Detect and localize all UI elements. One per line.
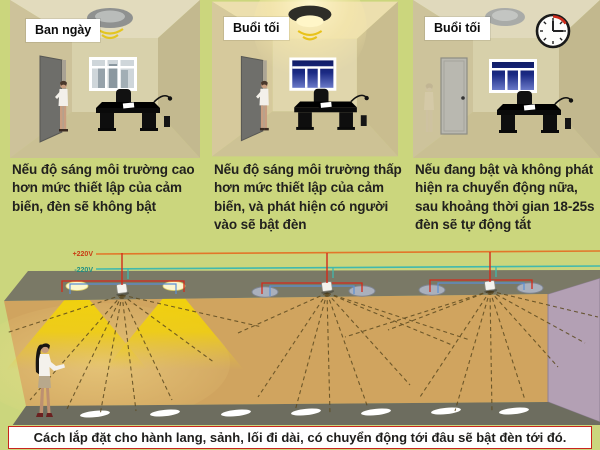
window-day xyxy=(89,57,137,91)
scene-label-daytime: Ban ngày xyxy=(26,19,101,42)
window-night xyxy=(289,57,337,91)
motion-wave-icon xyxy=(297,30,323,41)
panel-caption-2: Nếu độ sáng môi trường thấp hơn mức thiế… xyxy=(214,162,402,233)
bin xyxy=(164,116,170,127)
room-right-wall xyxy=(356,1,398,157)
ceiling-lamp-icon xyxy=(485,8,525,26)
scene-label-evening-1: Buổi tối xyxy=(224,17,289,40)
room-scene-3 xyxy=(413,0,600,158)
person-figure xyxy=(35,343,65,417)
diagram-caption-text: Cách lắp đặt cho hành lang, sảnh, lối đi… xyxy=(33,430,567,445)
wire-negative-label: -220V xyxy=(74,267,93,274)
window-night xyxy=(489,59,537,93)
desk xyxy=(96,89,173,131)
light-cone-shape xyxy=(104,285,244,370)
floor-reflections xyxy=(80,407,529,418)
person-figure-faded xyxy=(424,83,434,132)
ceiling-lamp-icon xyxy=(288,5,332,28)
person-figure xyxy=(55,80,68,132)
motion-sensor-icon xyxy=(116,280,498,296)
wire-positive-label: +220V xyxy=(73,251,94,258)
desk xyxy=(497,91,574,133)
room-panel-daytime xyxy=(10,0,200,158)
door-open xyxy=(39,55,66,143)
room-scene-1 xyxy=(10,0,200,158)
panel-caption-1: Nếu độ sáng môi trường cao hơn mức thiết… xyxy=(12,162,195,214)
diagram-caption: Cách lắp đặt cho hành lang, sảnh, lối đi… xyxy=(8,426,592,449)
panel-caption-3: Nếu đang bật và không phát hiện ra chuyể… xyxy=(415,162,595,233)
room-panel-evening-off xyxy=(413,0,600,158)
clock-icon xyxy=(535,13,571,49)
detection-rays xyxy=(5,290,599,416)
corridor-end-wall xyxy=(547,277,600,423)
wire-positive xyxy=(95,250,600,255)
timer-arc xyxy=(552,15,567,25)
corridor-installation-diagram: +220V -220V xyxy=(0,250,600,425)
door-handle xyxy=(461,96,465,100)
supply-wires xyxy=(95,250,600,285)
bin xyxy=(565,118,571,129)
door-closed xyxy=(440,57,468,135)
wire-negative xyxy=(95,265,600,270)
desk xyxy=(294,88,369,130)
scene-label-evening-2: Buổi tối xyxy=(425,17,490,40)
bin xyxy=(360,115,367,126)
person-figure xyxy=(256,80,269,131)
